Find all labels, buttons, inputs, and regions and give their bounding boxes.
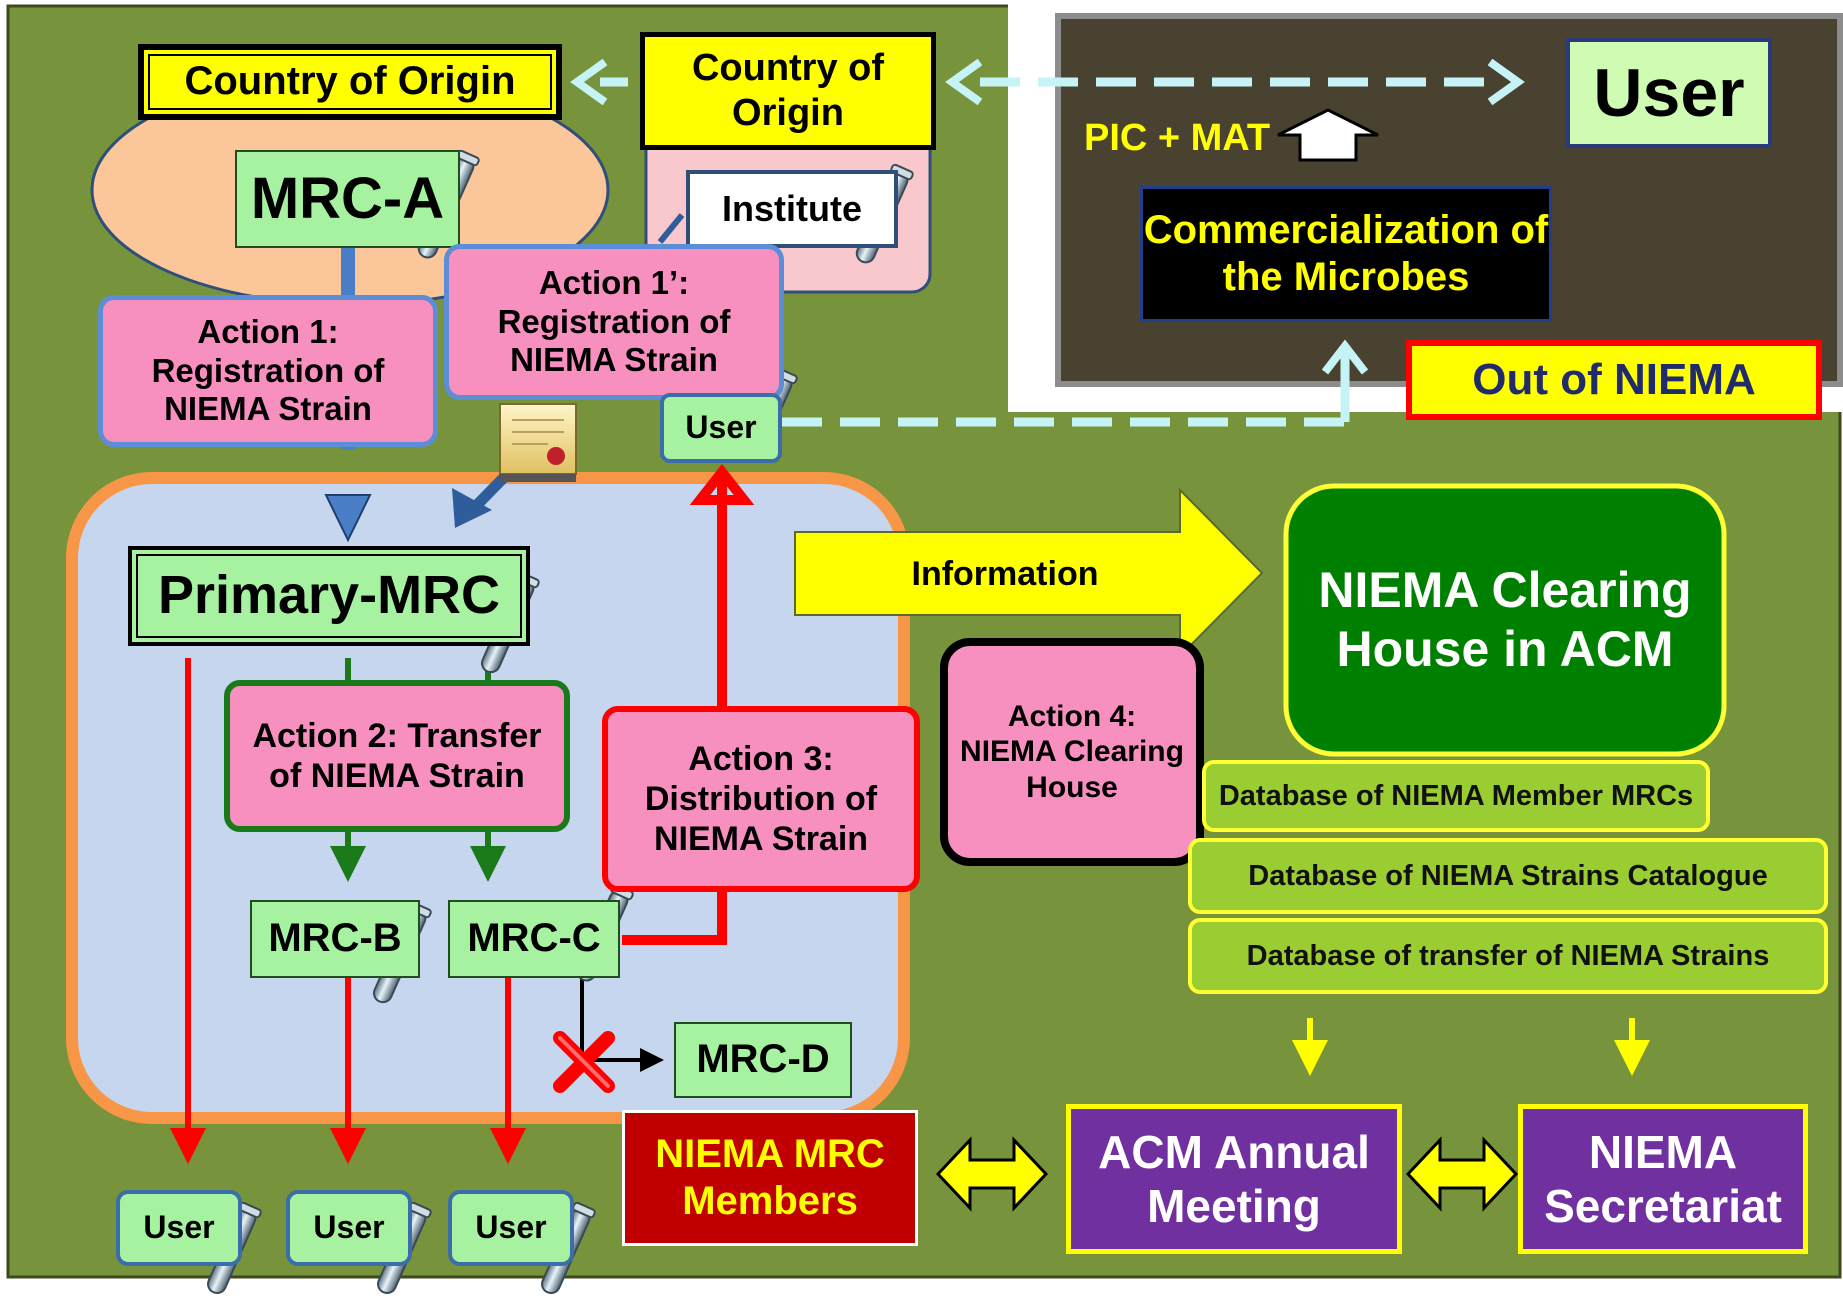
user-mid-box: User <box>660 393 782 463</box>
mrc-c-box: MRC-C <box>448 900 620 978</box>
user-top-box: User <box>1566 38 1772 148</box>
niema-clearing-house-box <box>1283 483 1727 757</box>
out-of-niema-label: Out of NIEMA <box>1406 340 1822 420</box>
user-bottom-3: User <box>448 1190 574 1266</box>
certificate-icon <box>499 403 577 482</box>
institute-box: Institute <box>686 170 898 248</box>
action3-box: Action 3: Distribution of NIEMA Strain <box>602 706 920 892</box>
country-of-origin-right: Country of Origin <box>640 32 936 150</box>
information-label: Information <box>911 554 1099 593</box>
niema-mrc-members-box: NIEMA MRC Members <box>622 1110 918 1246</box>
mrc-b-box: MRC-B <box>250 900 420 978</box>
user-bottom-2: User <box>286 1190 412 1266</box>
action4-box: Action 4: NIEMA Clearing House <box>940 638 1204 866</box>
niema-clearing-house-label: NIEMA Clearing House in ACM <box>1318 562 1692 677</box>
double-arrow-icon <box>935 1136 1519 1212</box>
action1-prime-box: Action 1’: Registration of NIEMA Strain <box>444 244 784 400</box>
db-member-mrcs: Database of NIEMA Member MRCs <box>1202 760 1710 832</box>
red-distribution-arrows <box>170 463 755 1164</box>
pic-mat-label: PIC + MAT <box>1084 116 1271 159</box>
db-strains-catalogue: Database of NIEMA Strains Catalogue <box>1188 838 1828 914</box>
mrc-a-arrow-head <box>324 494 372 543</box>
action1-box: Action 1: Registration of NIEMA Strain <box>98 295 438 447</box>
dashed-flow-arrows <box>570 58 1525 427</box>
action2-box: Action 2: Transfer of NIEMA Strain <box>224 680 570 832</box>
information-arrow <box>794 487 1264 659</box>
acm-annual-meeting-box: ACM Annual Meeting <box>1066 1104 1402 1254</box>
commercialization-box: Commercialization of the Microbes <box>1140 186 1552 322</box>
up-block-arrow <box>1277 108 1379 162</box>
red-x-icon <box>553 1031 615 1093</box>
mrc-a-box: MRC-A <box>235 150 460 248</box>
mrc-d-box: MRC-D <box>674 1022 852 1098</box>
niema-secretariat-box: NIEMA Secretariat <box>1518 1104 1808 1254</box>
primary-mrc-box: Primary-MRC <box>128 546 530 646</box>
user-bottom-1: User <box>116 1190 242 1266</box>
db-transfer-strains: Database of transfer of NIEMA Strains <box>1188 918 1828 994</box>
country-of-origin-left: Country of Origin <box>138 44 562 120</box>
